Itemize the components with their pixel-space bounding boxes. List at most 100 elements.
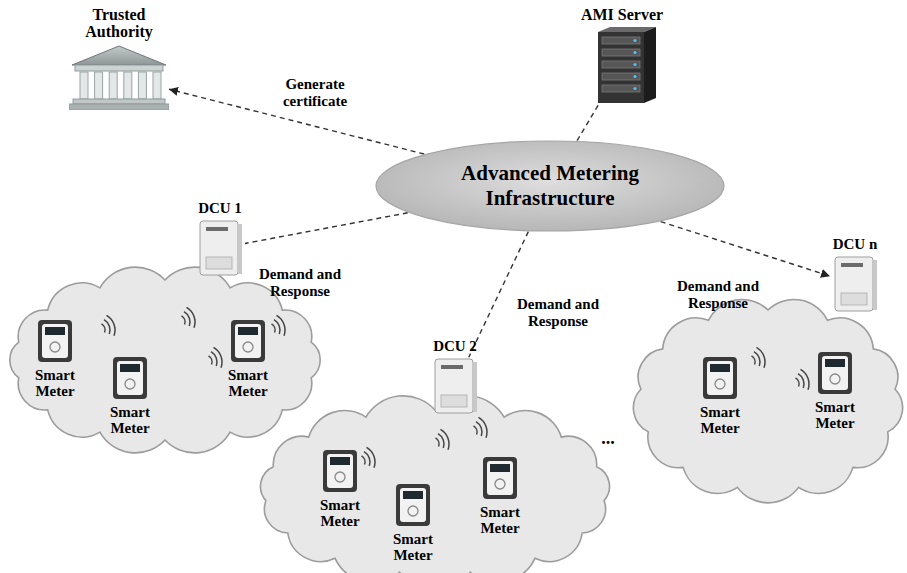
dcu-body — [200, 221, 238, 275]
dashed-connector — [245, 213, 408, 244]
meter-face — [707, 361, 733, 395]
meter-icon — [394, 482, 432, 528]
dcu-badge — [441, 365, 463, 369]
smart-meter: Smart Meter — [95, 355, 165, 436]
node-label: Trusted Authority — [58, 6, 180, 41]
meter-icon — [701, 355, 739, 401]
ellipse-fill — [376, 141, 724, 231]
meter-face — [822, 356, 848, 390]
dcu-panel — [441, 395, 467, 407]
dcu-panel — [206, 257, 232, 269]
meter-body — [38, 320, 72, 362]
meter-body — [483, 457, 517, 499]
wireless-signal — [214, 347, 222, 368]
column — [95, 72, 103, 99]
smart-meter: Smart Meter — [378, 482, 448, 563]
infrastructure-ellipse: Advanced Metering Infrastructure — [375, 140, 725, 232]
continuation-dots: ... — [588, 428, 628, 449]
wireless-signal — [752, 356, 756, 364]
edge-label: Generate certificate — [255, 76, 375, 111]
meter-face — [235, 324, 261, 358]
dcu-panel — [841, 293, 867, 305]
dcu-body — [435, 359, 473, 413]
dcu-node: DCU 2 — [425, 338, 485, 415]
meter-dial — [408, 506, 418, 516]
dcu-side — [873, 260, 877, 310]
node-label: Smart Meter — [95, 404, 165, 436]
wireless-signal — [104, 320, 110, 334]
wireless-signal — [102, 324, 105, 332]
meter-screen — [45, 327, 65, 335]
meter-face — [327, 454, 353, 488]
smart-meter: Smart Meter — [305, 448, 375, 529]
node-label: Smart Meter — [378, 531, 448, 563]
meter-dial — [715, 379, 725, 389]
wireless-signal — [798, 374, 804, 388]
dashed-connector — [469, 232, 529, 358]
server-light — [633, 63, 636, 66]
wireless-signal — [367, 447, 376, 468]
wireless-signal — [362, 456, 366, 464]
wireless-signal — [184, 312, 190, 326]
smart-meter: Smart Meter — [465, 455, 535, 536]
wireless-signal — [757, 347, 766, 368]
dcu-node: DCU n — [825, 236, 885, 313]
smart-meter: Smart Meter — [800, 350, 870, 431]
wireless-signal — [474, 426, 478, 434]
dcu-side — [238, 224, 242, 274]
meter-face — [42, 324, 68, 358]
node-label: DCU 1 — [198, 200, 242, 216]
meter-face — [400, 488, 426, 522]
meter-face — [487, 461, 513, 495]
edge-label: Demand and Response — [508, 296, 608, 331]
column — [153, 72, 161, 99]
meter-body — [396, 484, 430, 526]
cloud-region — [633, 299, 902, 502]
server-bay — [602, 73, 640, 80]
column — [138, 72, 146, 99]
meter-dial — [830, 374, 840, 384]
meter-body — [818, 352, 852, 394]
meter-screen — [825, 359, 845, 367]
server-bay — [602, 61, 640, 68]
meter-icon — [321, 448, 359, 494]
dcu-icon — [195, 219, 245, 277]
wireless-signal — [441, 429, 449, 450]
server-light — [633, 87, 636, 90]
node-label: AMI Server — [581, 6, 663, 23]
cloud-region — [261, 396, 610, 573]
meter-body — [323, 450, 357, 492]
column — [80, 72, 88, 99]
meter-dial — [125, 379, 135, 389]
smart-meter: Smart Meter — [685, 355, 755, 436]
wireless-signal — [272, 324, 275, 332]
node-label: DCU n — [833, 236, 878, 252]
wireless-signal — [182, 316, 186, 324]
wireless-signal — [211, 352, 217, 366]
node-label: Smart Meter — [465, 504, 535, 536]
node-label: Smart Meter — [213, 367, 283, 399]
meter-icon — [481, 455, 519, 501]
dcu-icon — [430, 357, 480, 415]
meter-body — [703, 357, 737, 399]
server-bay — [602, 37, 640, 44]
wireless-signal — [436, 438, 440, 446]
wireless-signal — [801, 369, 810, 390]
meter-body — [231, 320, 265, 362]
roof — [72, 46, 166, 65]
meter-icon — [36, 318, 74, 364]
edge-label: Demand and Response — [662, 278, 774, 313]
dcu-side — [473, 362, 477, 412]
server-bay — [602, 49, 640, 56]
column — [124, 72, 132, 99]
wireless-signal — [479, 417, 488, 438]
wireless-signal — [364, 452, 370, 466]
wireless-signal — [107, 315, 116, 336]
node-label: DCU 2 — [433, 338, 477, 354]
smart-meter: Smart Meter — [20, 318, 90, 399]
meter-body — [113, 357, 147, 399]
meter-screen — [490, 464, 510, 472]
